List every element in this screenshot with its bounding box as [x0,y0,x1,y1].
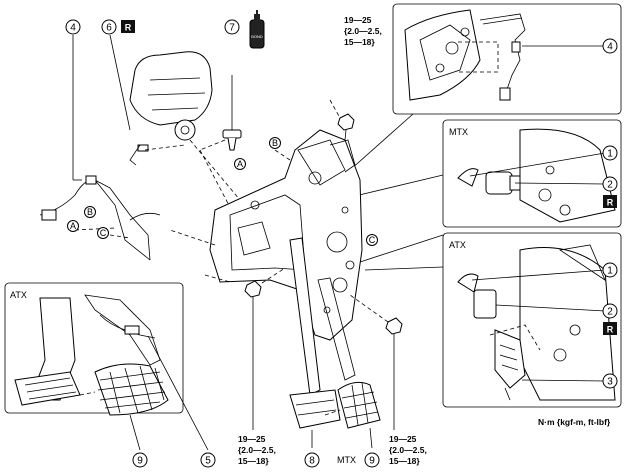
callout-4-right: 4 [602,38,618,54]
svg-text:9: 9 [137,456,143,467]
callout-6: 6 [101,19,117,35]
marker-c-left: C [97,227,109,239]
callout-7: 7 [224,19,240,35]
panel-label-mtx: MTX [449,127,468,137]
svg-text:{2.0—2.5,: {2.0—2.5, [344,26,382,36]
svg-text:9: 9 [369,456,375,467]
replace-badge-atx: R [603,322,617,335]
panel-label-atx-right: ATX [449,240,466,250]
unit-note: N·m {kgf-m, ft-lbf} [538,417,611,427]
svg-text:{2.0—2.5,: {2.0—2.5, [389,445,427,455]
svg-text:C: C [100,228,107,238]
harness-detail-illustration [404,9,605,101]
torque-spec-bottom-left: 19—25 {2.0—2.5, 15—18} [238,434,276,466]
svg-text:R: R [607,198,614,208]
callout-9-right: 9 [364,452,380,468]
harness-detail-panel [392,3,622,115]
callout-5: 5 [200,452,216,468]
bolt-illustration [199,75,242,151]
atx-pedal-illustration [14,294,209,451]
svg-text:15—18}: 15—18} [344,37,375,47]
replace-badge-mtx: R [603,195,617,208]
callout-2-atx: 2 [602,303,618,319]
panel-label-atx-left: ATX [10,290,27,300]
torque-spec-top: 19—25 {2.0—2.5, 15—18} [344,15,382,47]
svg-text:A: A [70,221,76,231]
callout-9-left: 9 [132,452,148,468]
callout-1-mtx: 1 [602,145,618,161]
svg-text:A: A [237,159,243,169]
svg-text:8: 8 [309,456,315,467]
callout-1-atx: 1 [602,262,618,278]
svg-text:BOND: BOND [251,34,263,39]
svg-text:5: 5 [205,456,211,467]
atx-switch-panel [442,232,622,408]
wiring-harness-illustration [39,35,161,261]
svg-text:1: 1 [607,266,613,277]
svg-text:15—18}: 15—18} [389,456,420,466]
marker-a-center: A [234,158,246,170]
svg-text:2: 2 [607,180,613,191]
svg-text:7: 7 [229,23,235,34]
brake-booster-illustration [129,51,266,256]
marker-a-left: A [67,220,79,232]
svg-text:19—25: 19—25 [238,434,266,444]
svg-text:{2.0—2.5,: {2.0—2.5, [238,445,276,455]
callout-2-mtx: 2 [602,176,618,192]
nut-bottom-left [244,267,286,430]
svg-text:B: B [87,207,93,217]
svg-text:4: 4 [70,23,76,34]
callout-8: 8 [304,452,320,468]
callout-3: 3 [602,373,618,389]
svg-text:C: C [369,235,376,245]
svg-text:4: 4 [607,42,613,53]
svg-text:1: 1 [607,149,613,160]
atx-switch-illustration [457,244,616,401]
threadlocker-bottle-icon: BOND [249,10,265,49]
svg-text:19—25: 19—25 [344,15,372,25]
marker-c-center: C [366,234,378,246]
marker-b-left: B [84,206,96,218]
nut-bottom-right [349,294,403,430]
callout-4-left: 4 [65,19,81,35]
atx-pedal-panel [4,282,184,414]
svg-text:3: 3 [607,377,613,388]
svg-text:19—25: 19—25 [389,434,417,444]
svg-text:15—18}: 15—18} [238,456,269,466]
svg-text:B: B [272,138,278,148]
mtx-switch-panel [442,119,622,228]
svg-text:6: 6 [106,23,112,34]
svg-text:R: R [125,23,132,33]
torque-spec-bottom-right: 19—25 {2.0—2.5, 15—18} [389,434,427,466]
marker-b-center: B [269,137,281,149]
svg-text:R: R [607,325,614,335]
pedal-label-mtx: MTX [337,455,356,465]
svg-text:2: 2 [607,307,613,318]
replace-badge-top: R [121,20,135,33]
nut-top [329,99,355,141]
mtx-switch-illustration [457,128,616,223]
pedal-bracket-illustration [209,129,381,429]
